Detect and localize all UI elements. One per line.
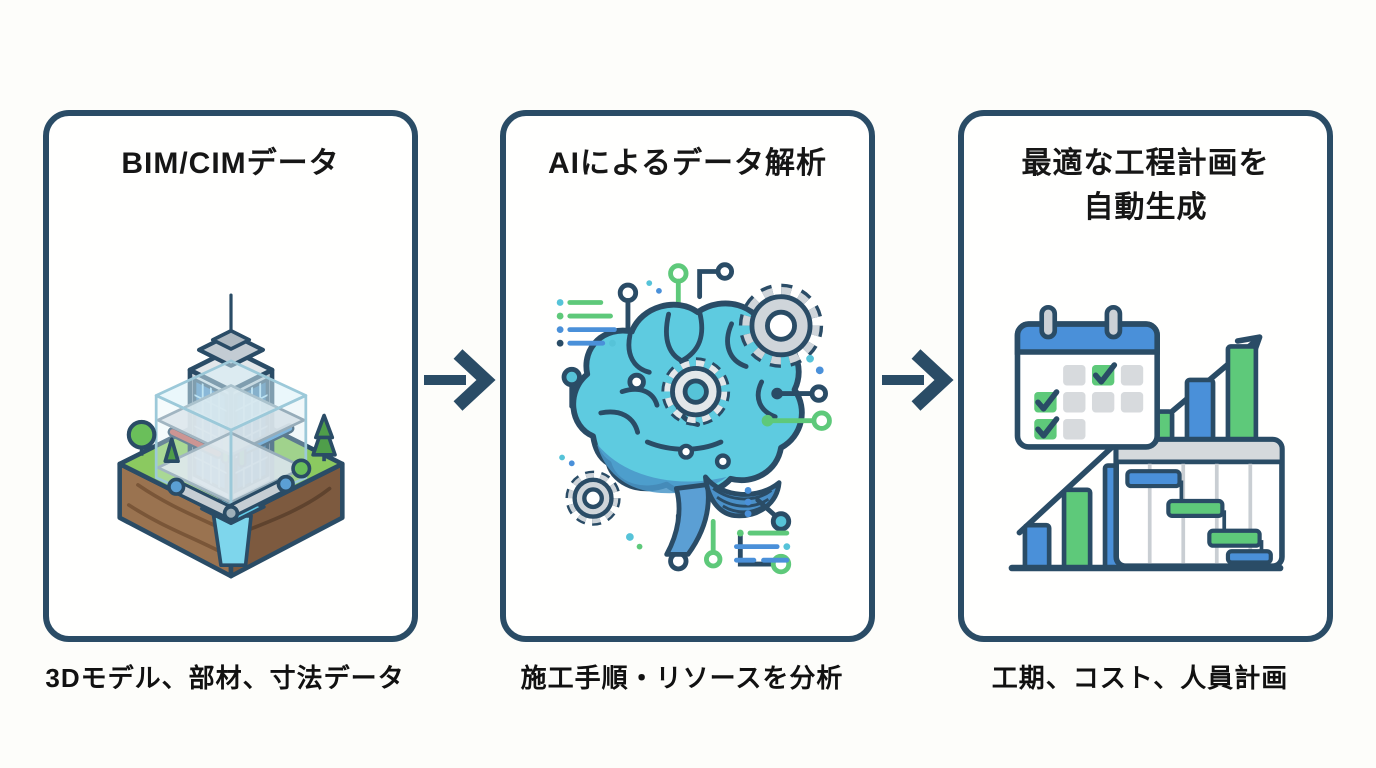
panel-title: AIによるデータ解析	[548, 116, 827, 186]
panel-ai-analysis: AIによるデータ解析	[500, 110, 875, 642]
panel-schedule-output: 最適な工程計画を 自動生成	[958, 110, 1333, 642]
panel-title: 最適な工程計画を 自動生成	[1022, 116, 1270, 230]
flow-arrow-icon	[878, 342, 956, 418]
panel-title-line: BIM/CIMデータ	[121, 147, 340, 180]
data-list-icon	[733, 487, 790, 563]
panel-illustration	[506, 186, 869, 636]
flow-arrow-icon	[420, 342, 498, 418]
panel-title: BIM/CIMデータ	[121, 116, 339, 186]
gear-icon	[660, 357, 730, 427]
panel-title-line: AIによるデータ解析	[547, 147, 828, 180]
panel-caption: 工期、コスト、人員計画	[991, 663, 1289, 693]
gantt-chart-icon	[1112, 436, 1285, 569]
calendar-icon	[1014, 304, 1160, 450]
data-list-icon	[556, 299, 617, 347]
ai-brain-gears-icon	[556, 262, 832, 575]
gear-icon	[738, 283, 823, 368]
panel-title-line: 自動生成	[1083, 191, 1208, 224]
panel-illustration	[964, 230, 1327, 636]
schedule-chart-icon	[1008, 304, 1285, 572]
panel-bim-data: BIM/CIMデータ	[43, 110, 418, 642]
panel-caption: 施工手順・リソースを分析	[520, 663, 844, 693]
panel-title-line: 最適な工程計画を	[1021, 147, 1270, 180]
panel-caption: 3Dモデル、部材、寸法データ	[45, 663, 405, 693]
panel-illustration	[49, 186, 412, 636]
bim-building-icon	[116, 293, 345, 579]
gear-icon	[564, 470, 621, 526]
